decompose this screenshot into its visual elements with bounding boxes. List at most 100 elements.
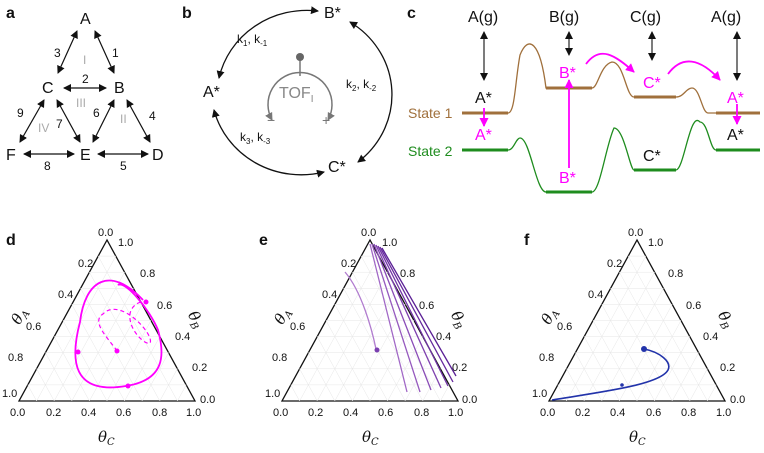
edge-b-d — [126, 99, 151, 143]
state-1-levels — [462, 86, 760, 115]
panel-label-a: a — [6, 5, 15, 22]
grid-line — [636, 320, 682, 402]
panel-d: d 0.0 1.0 0.8 0.6 0.4 0.2 0.0 0.2 0.4 0.… — [2, 227, 215, 448]
grid-line — [45, 352, 73, 402]
state-2-label: State 2 — [408, 143, 453, 159]
tick-top-0: 0.0 — [98, 227, 113, 239]
f-tick-c-0-0: 0.0 — [540, 407, 555, 419]
tick-a-0-2: 0.2 — [78, 258, 93, 270]
e-tick-b-0-8: 0.8 — [400, 268, 415, 280]
edge-b-e — [92, 99, 115, 143]
marker-d-top — [143, 299, 149, 305]
grid-line — [62, 320, 108, 402]
f-tick-c-1-0: 1.0 — [716, 407, 731, 419]
node-b-star: B* — [324, 5, 341, 22]
rate-k2: k2, k-2 — [346, 77, 377, 93]
region-label-iv: IV — [38, 121, 49, 135]
grid-line — [299, 255, 380, 402]
e-tick-a-0-4: 0.4 — [322, 289, 337, 301]
node-e: E — [80, 147, 91, 164]
edge-c-e — [56, 99, 81, 143]
gas-label-2: B(g) — [549, 9, 579, 26]
f-tick-b-0-0: 0.0 — [730, 394, 745, 406]
start-point-f — [641, 346, 647, 352]
grid-line — [440, 384, 450, 402]
state-1-label: State 1 — [408, 105, 453, 121]
grid-line — [627, 255, 708, 402]
panel-c: c A(g) B(g) C(g) A(g) State 1 State 2 — [407, 5, 760, 194]
grid-line — [316, 272, 388, 402]
state-2-profile — [462, 119, 760, 193]
tick-b-0-4: 0.4 — [175, 331, 190, 343]
gas-label-1: A(g) — [468, 9, 498, 26]
reaction-path-arrows — [479, 52, 742, 168]
f-tick-b-1-0: 1.0 — [648, 237, 663, 249]
f-tick-c-0-2: 0.2 — [575, 407, 590, 419]
edge-label-6: 6 — [93, 106, 100, 120]
region-label-iii: III — [76, 96, 86, 110]
f-tick-a-1-0: 1.0 — [532, 388, 547, 400]
e-tick-top-0: 0.0 — [361, 227, 376, 239]
edge-a-c — [57, 30, 78, 74]
edge-label-8: 8 — [44, 159, 51, 173]
tick-b-0-6: 0.6 — [157, 300, 172, 312]
panel-label-e: e — [259, 232, 268, 249]
tick-b-0-0: 0.0 — [200, 394, 215, 406]
e-tick-c-0-4: 0.4 — [343, 407, 358, 419]
e-tick-a-0-6: 0.6 — [290, 321, 305, 333]
e-tick-c-1-0: 1.0 — [448, 407, 463, 419]
grid-line — [671, 352, 699, 402]
tick-a-0-6: 0.6 — [26, 321, 41, 333]
grid-line — [89, 272, 161, 402]
grid-line — [592, 320, 638, 402]
gas-label-3: C(g) — [630, 9, 661, 26]
f-axis-theta-c: θC — [629, 428, 646, 448]
axis-theta-b: θB — [182, 308, 208, 332]
tick-a-0-8: 0.8 — [8, 352, 23, 364]
grid-line — [27, 384, 37, 402]
edge-label-7: 7 — [56, 117, 63, 131]
f-tick-c-0-4: 0.4 — [610, 407, 625, 419]
gas-label-4: A(g) — [711, 9, 741, 26]
panel-label-b: b — [182, 5, 192, 22]
tick-c-0-0: 0.0 — [10, 407, 25, 419]
ternary-grid-e — [290, 255, 450, 402]
node-d: D — [152, 147, 164, 164]
ternary-grid-d — [27, 255, 187, 402]
start-point-d — [114, 348, 120, 354]
tick-a-1-0: 1.0 — [2, 388, 17, 400]
state2-a-star: A* — [475, 127, 492, 144]
edge-label-3: 3 — [54, 46, 61, 60]
tick-b-0-2: 0.2 — [192, 362, 207, 374]
ternary-grid-f — [557, 255, 717, 402]
grid-line — [583, 272, 655, 402]
tick-c-0-2: 0.2 — [46, 407, 61, 419]
rate-k3: k3, k-3 — [240, 130, 271, 146]
trajectory-d-inner — [98, 301, 151, 352]
state1-a-star-end: A* — [727, 90, 744, 107]
tick-c-0-6: 0.6 — [116, 407, 131, 419]
e-tick-b-1-0: 1.0 — [382, 237, 397, 249]
f-tick-b-0-4: 0.4 — [703, 331, 718, 343]
panel-b: b B* A* C* k1, k-1 k2, k-2 k3, k-3 TOFI … — [182, 5, 393, 178]
grid-line — [36, 255, 117, 402]
cycle-arcs — [211, 6, 393, 178]
f-tick-b-0-2: 0.2 — [720, 362, 735, 374]
grid-line — [71, 288, 134, 402]
f-tick-a-0-2: 0.2 — [607, 258, 622, 270]
f-tick-top-0: 0.0 — [628, 227, 643, 239]
e-axis-theta-b: θB — [445, 308, 471, 332]
e-tick-b-0-2: 0.2 — [452, 362, 467, 374]
marker-d-left — [75, 349, 81, 355]
panel-a: a A C B F E D 3 1 2 9 7 6 4 8 5 I III II… — [6, 5, 164, 173]
e-tick-c-0-6: 0.6 — [378, 407, 393, 419]
tof-plus: + — [322, 112, 330, 128]
state1-b-star: B* — [559, 65, 576, 82]
tick-c-0-4: 0.4 — [81, 407, 96, 419]
grid-line — [97, 255, 178, 402]
edge-label-2: 2 — [82, 72, 89, 86]
panel-label-c: c — [407, 5, 416, 22]
tof-pivot — [296, 53, 304, 61]
state2-a-star-end: A* — [727, 127, 744, 144]
edge-a-b — [94, 30, 115, 74]
